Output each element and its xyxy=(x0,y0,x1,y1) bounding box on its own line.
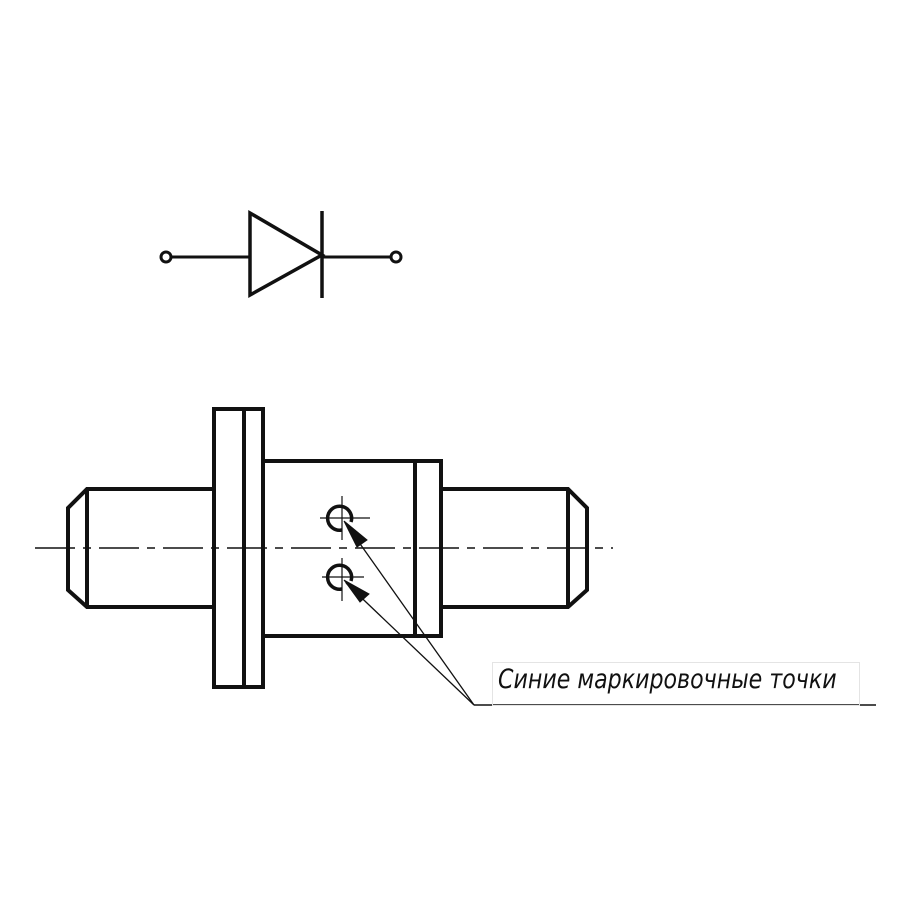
callout-label: Синие маркировочные точки xyxy=(498,664,837,695)
arrowhead-upper-icon xyxy=(343,520,368,548)
marking-dot-lower-icon xyxy=(322,558,364,601)
terminal-left-icon xyxy=(159,250,173,264)
marking-dots xyxy=(320,496,370,601)
right-shaft xyxy=(441,487,589,609)
terminal-right-icon xyxy=(389,250,403,264)
arrowhead-lower-icon xyxy=(343,579,370,603)
diode-anode-triangle xyxy=(248,209,326,298)
callout-box xyxy=(492,662,860,706)
diode-symbol xyxy=(159,209,403,298)
marking-dot-upper-icon xyxy=(320,496,370,540)
left-shaft xyxy=(66,487,213,609)
